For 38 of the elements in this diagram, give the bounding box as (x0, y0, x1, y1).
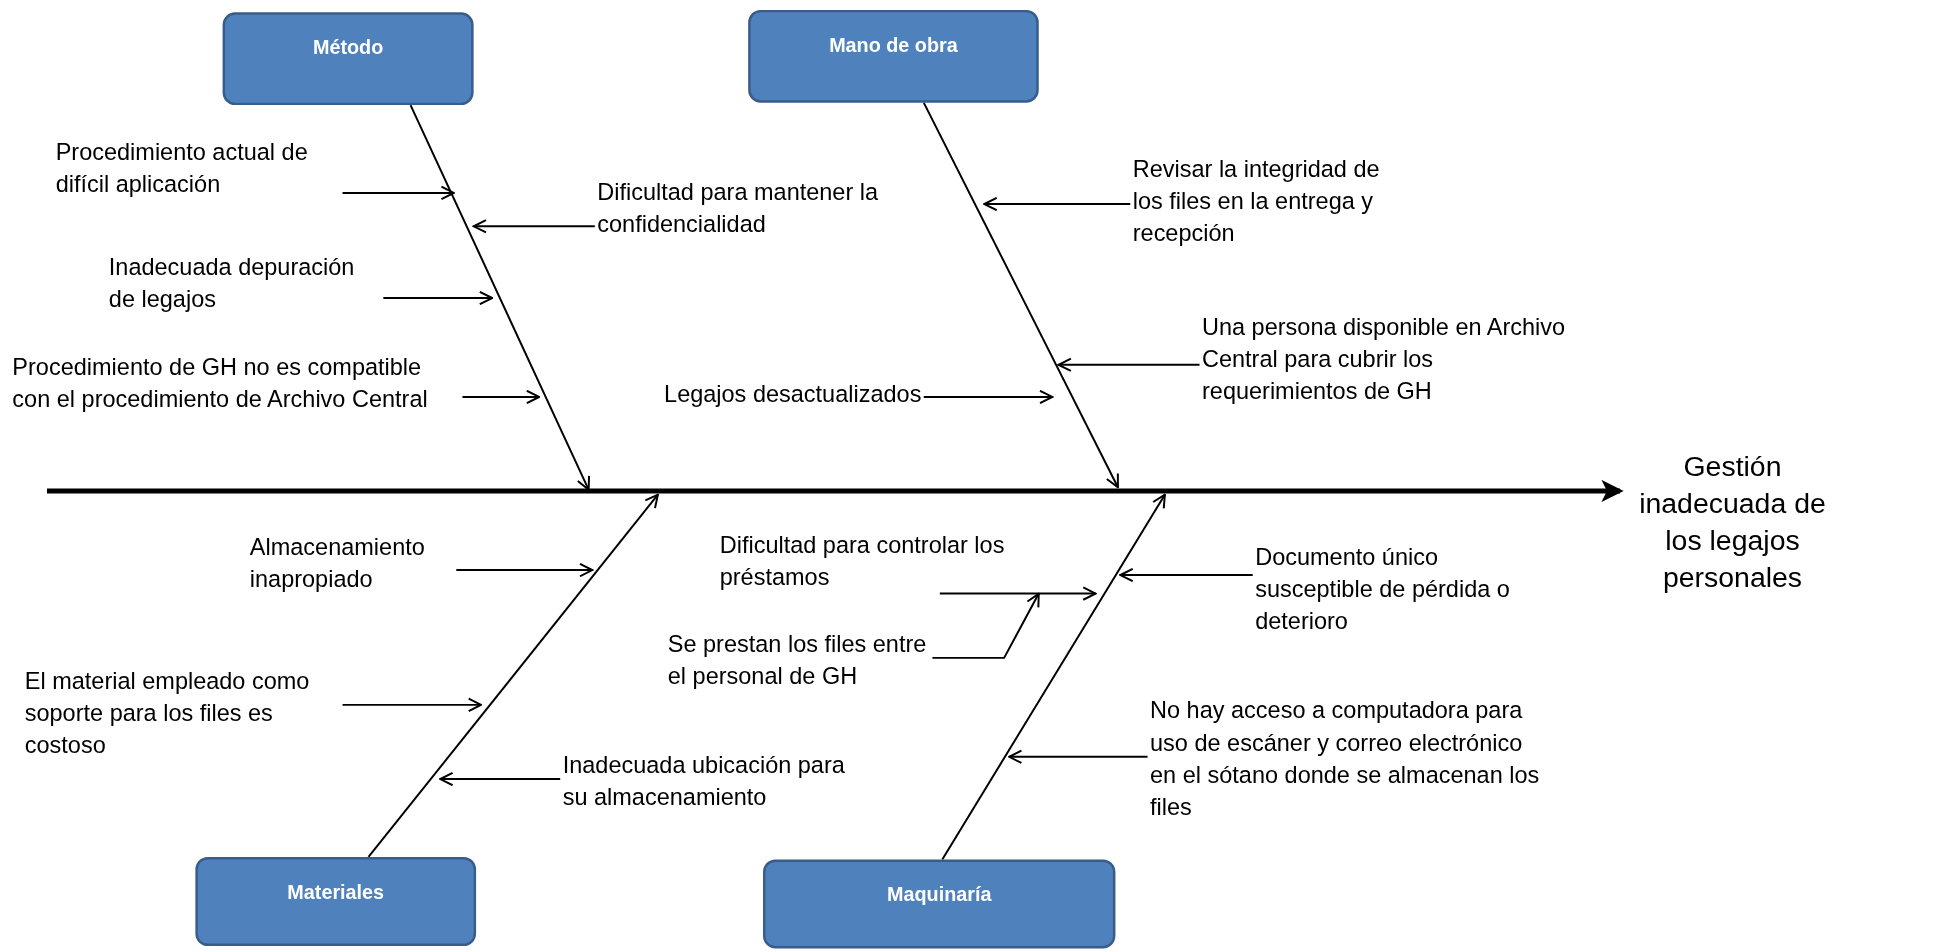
arrow (341, 185, 455, 201)
category-box: Maquinaría (763, 859, 1116, 949)
arrow (1057, 357, 1201, 372)
category-box: Mano de obra (748, 9, 1039, 103)
arrow (1008, 749, 1149, 764)
arrow (439, 771, 562, 787)
bone-arrow (941, 493, 1166, 861)
arrow (455, 562, 594, 578)
category-box: Materiales (195, 856, 477, 946)
cause-label: Inadecuada depuración de legajos (108, 251, 381, 316)
category-box: Método (222, 12, 474, 106)
cause-label: El material empleado como soporte para los files es costoso (24, 665, 341, 762)
arrow (922, 389, 1054, 405)
arrow (983, 196, 1132, 212)
arrow (461, 389, 541, 405)
bone-arrow (367, 493, 659, 858)
cause-label: Una persona disponible en Archivo Central para cubrir los requerimientos de GH (1202, 311, 1576, 409)
arrow (341, 697, 483, 713)
bone-arrow (922, 101, 1119, 489)
cause-label: Inadecuada ubicación para su almacenamiento (562, 749, 875, 814)
cause-label: Procedimiento de GH no es compatible con el procedimiento de Archivo Central (12, 351, 460, 416)
arrow (931, 592, 1040, 659)
arrow (938, 586, 1097, 601)
cause-label: Dificultad para mantener la confidencialidad (597, 176, 917, 242)
arrow (472, 219, 596, 234)
cause-label: Legajos desactualizados (664, 378, 922, 411)
cause-label: Almacenamiento inapropiado (249, 531, 454, 597)
cause-label: Revisar la integridad de los files en la entrega y recepción (1132, 153, 1393, 250)
bone-arrow (409, 104, 591, 491)
cause-label: Se prestan los files entre el personal de GH (667, 628, 930, 693)
cause-label: Procedimiento actual de difícil aplicación (55, 136, 341, 201)
effect-label: Gestión inadecuada de los legajos personales (1622, 447, 1843, 597)
arrow (1119, 567, 1254, 583)
arrow (382, 290, 494, 306)
spine-arrow (47, 479, 1624, 503)
cause-label: No hay acceso a computadora para uso de escáner y correo electrónico en el sótano donde se almacenan los files (1150, 694, 1541, 824)
cause-label: Dificultad para controlar los préstamos (719, 529, 1029, 594)
cause-label: Documento único susceptible de pérdida o deterioro (1255, 541, 1522, 639)
